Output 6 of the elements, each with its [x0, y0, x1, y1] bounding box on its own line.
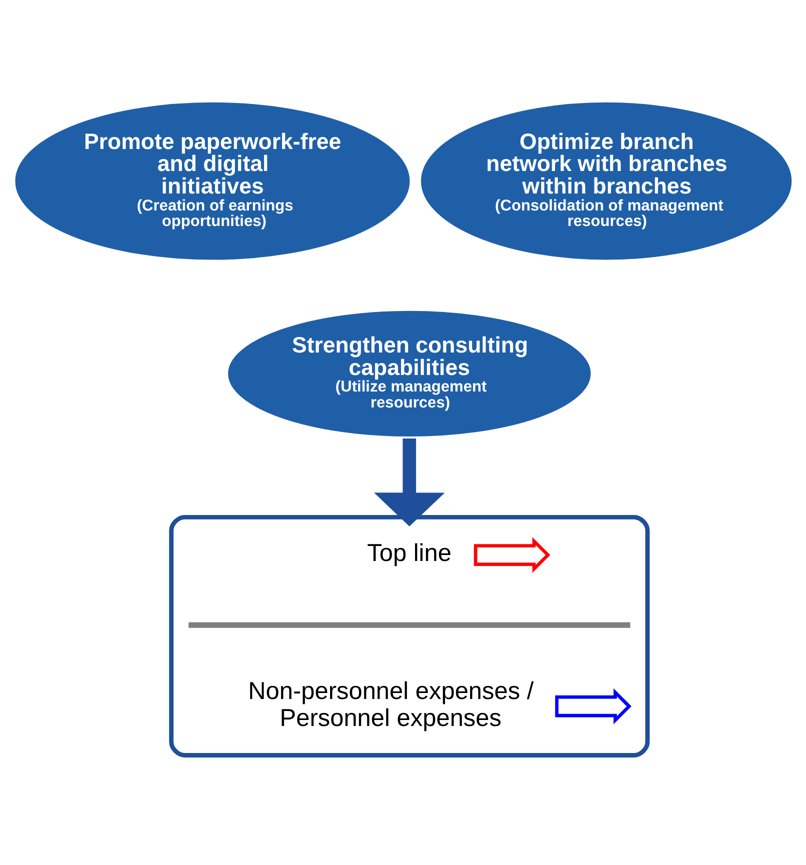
node-text: Top line: [366, 540, 451, 568]
arrow: [374, 438, 444, 526]
node-arrow: [473, 537, 550, 573]
cluster: [168, 514, 650, 758]
node-arrow: [554, 688, 631, 724]
node-text: Non-personnel expenses / Personnel expenses: [248, 678, 534, 732]
